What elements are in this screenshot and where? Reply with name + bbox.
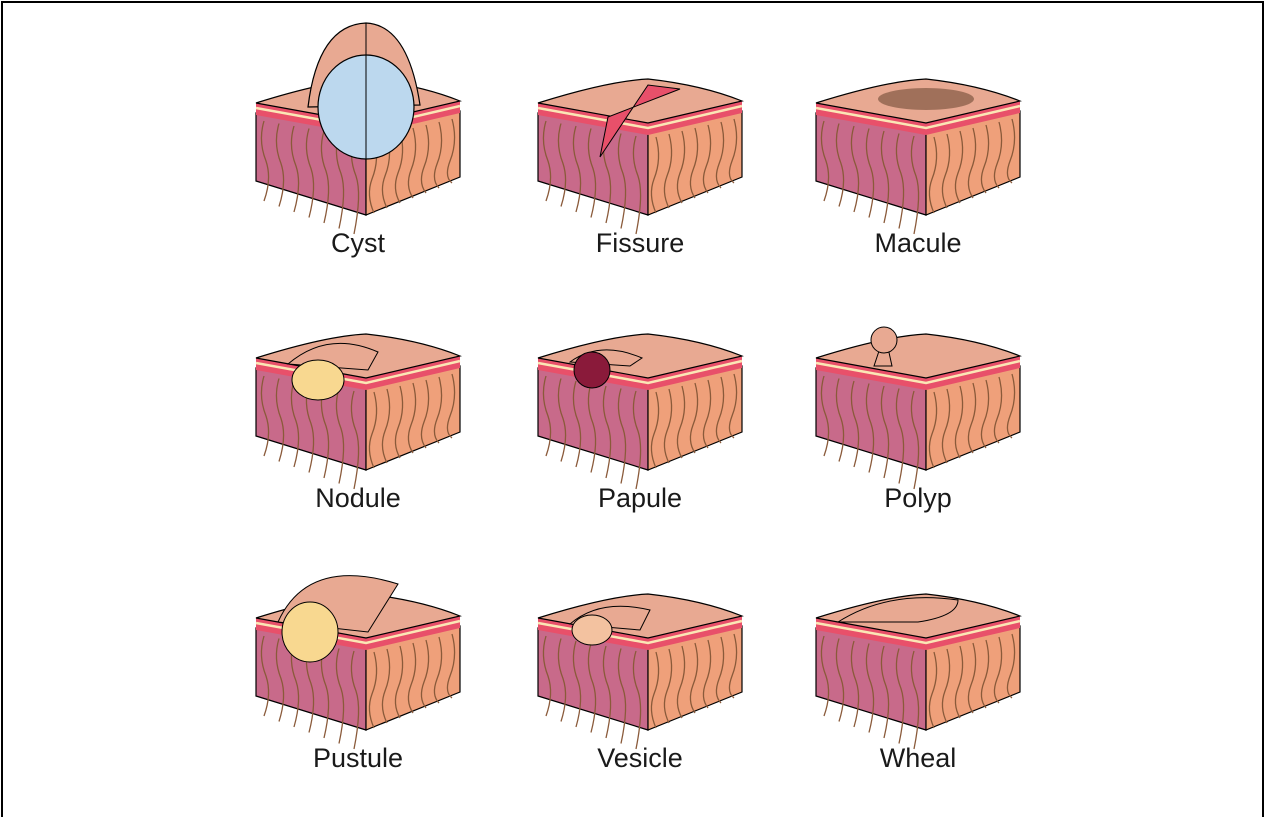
vesicle-illustration <box>530 560 750 740</box>
lesion-label: Polyp <box>808 483 1028 514</box>
lesion-macule: Macule <box>808 45 1028 275</box>
polyp-illustration <box>808 300 1028 480</box>
polyp-head <box>871 327 897 353</box>
fissure-illustration <box>530 45 750 225</box>
wheal-illustration <box>808 560 1028 740</box>
lesion-vesicle: Vesicle <box>530 560 750 790</box>
lesion-label: Papule <box>530 483 750 514</box>
lesion-label: Macule <box>808 228 1028 259</box>
lesion-papule: Papule <box>530 300 750 530</box>
lesion-polyp: Polyp <box>808 300 1028 530</box>
vesicle-fluid <box>572 615 612 645</box>
nodule-mass <box>292 360 344 400</box>
lesion-cyst: Cyst <box>248 45 468 275</box>
papule-illustration <box>530 300 750 480</box>
pustule-pus <box>282 602 338 662</box>
nodule-illustration <box>248 300 468 480</box>
lesion-label: Vesicle <box>530 743 750 774</box>
cyst-illustration <box>248 45 468 225</box>
lesion-fissure: Fissure <box>530 45 750 275</box>
lesion-label: Cyst <box>248 228 468 259</box>
lesion-wheal: Wheal <box>808 560 1028 790</box>
pustule-illustration <box>248 560 468 740</box>
lesion-pustule: Pustule <box>248 560 468 790</box>
papule-mass <box>574 352 610 388</box>
macule-spot <box>878 88 974 110</box>
lesion-label: Nodule <box>248 483 468 514</box>
lesion-label: Fissure <box>530 228 750 259</box>
lesion-label: Wheal <box>808 743 1028 774</box>
lesion-nodule: Nodule <box>248 300 468 530</box>
lesion-label: Pustule <box>248 743 468 774</box>
macule-illustration <box>808 45 1028 225</box>
